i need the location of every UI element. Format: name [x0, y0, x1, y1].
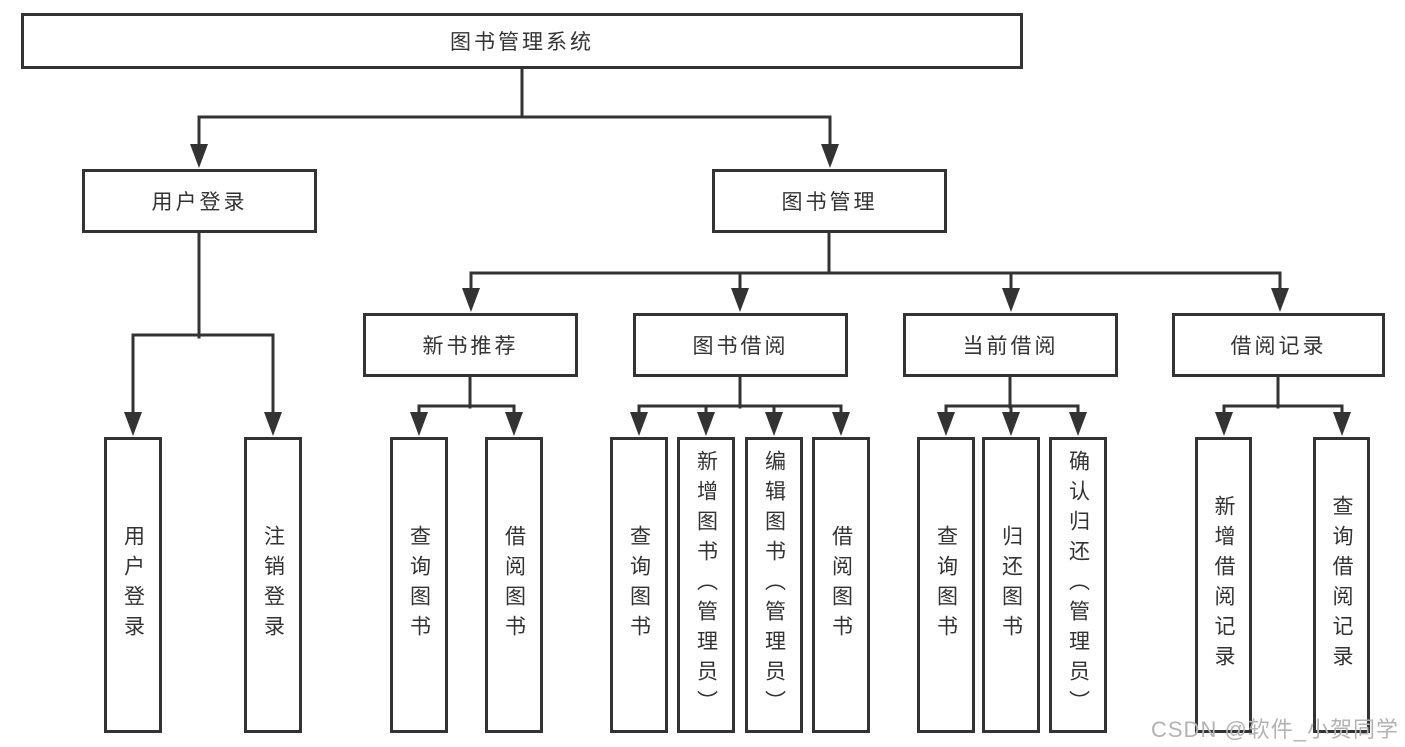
- node-new-book-recommend: 新书推荐: [363, 313, 578, 377]
- node-book-borrow: 图书借阅: [633, 313, 848, 377]
- leaf-add-book-admin-label: 新增图书（管理员）: [694, 450, 718, 720]
- node-book-management-label: 图书管理: [781, 191, 878, 214]
- leaf-query-borrow-record-label: 查询借阅记录: [1330, 495, 1354, 675]
- node-user-login-label: 用户登录: [151, 191, 248, 214]
- leaf-logout: 注销登录: [244, 437, 302, 733]
- node-root-label: 图书管理系统: [450, 31, 594, 54]
- leaf-borrow-books-rec-label: 借阅图书: [502, 525, 526, 645]
- leaf-return-book-label: 归还图书: [999, 525, 1023, 645]
- leaf-add-borrow-record: 新增借阅记录: [1195, 437, 1252, 733]
- leaf-query-borrow-record: 查询借阅记录: [1313, 437, 1370, 733]
- node-user-login: 用户登录: [82, 169, 317, 233]
- csdn-watermark: CSDN @软件_小贺同学: [1151, 717, 1400, 742]
- leaf-edit-book-admin: 编辑图书（管理员）: [745, 437, 803, 733]
- leaf-return-book: 归还图书: [982, 437, 1040, 733]
- leaf-query-books-borrow-label: 查询图书: [627, 525, 651, 645]
- elbow-connectors: [131, 67, 1344, 416]
- leaf-confirm-return-admin: 确认归还（管理员）: [1049, 437, 1107, 733]
- node-new-book-recommend-label: 新书推荐: [422, 335, 519, 358]
- leaf-query-books-current: 查询图书: [917, 437, 975, 733]
- node-root: 图书管理系统: [21, 13, 1023, 69]
- leaf-borrow-books-rec: 借阅图书: [485, 437, 543, 733]
- leaf-add-book-admin: 新增图书（管理员）: [677, 437, 735, 733]
- leaf-confirm-return-admin-label: 确认归还（管理员）: [1066, 450, 1090, 720]
- leaf-edit-book-admin-label: 编辑图书（管理员）: [762, 450, 786, 720]
- leaf-borrow-books: 借阅图书: [812, 437, 870, 733]
- leaf-query-books-rec-label: 查询图书: [407, 525, 431, 645]
- leaf-logout-label: 注销登录: [261, 525, 285, 645]
- node-borrow-records-label: 借阅记录: [1230, 335, 1327, 358]
- leaf-user-login-label: 用户登录: [121, 525, 145, 645]
- node-book-borrow-label: 图书借阅: [692, 335, 789, 358]
- node-current-borrow: 当前借阅: [903, 313, 1118, 377]
- leaf-user-login: 用户登录: [104, 437, 162, 733]
- leaf-add-borrow-record-label: 新增借阅记录: [1212, 495, 1236, 675]
- node-current-borrow-label: 当前借阅: [962, 335, 1059, 358]
- leaf-borrow-books-label: 借阅图书: [829, 525, 853, 645]
- arrowhead-icons: [124, 144, 1351, 436]
- leaf-query-books-current-label: 查询图书: [934, 525, 958, 645]
- node-book-management: 图书管理: [712, 169, 947, 233]
- node-borrow-records: 借阅记录: [1172, 313, 1385, 377]
- leaf-query-books-rec: 查询图书: [390, 437, 448, 733]
- leaf-query-books-borrow: 查询图书: [610, 437, 668, 733]
